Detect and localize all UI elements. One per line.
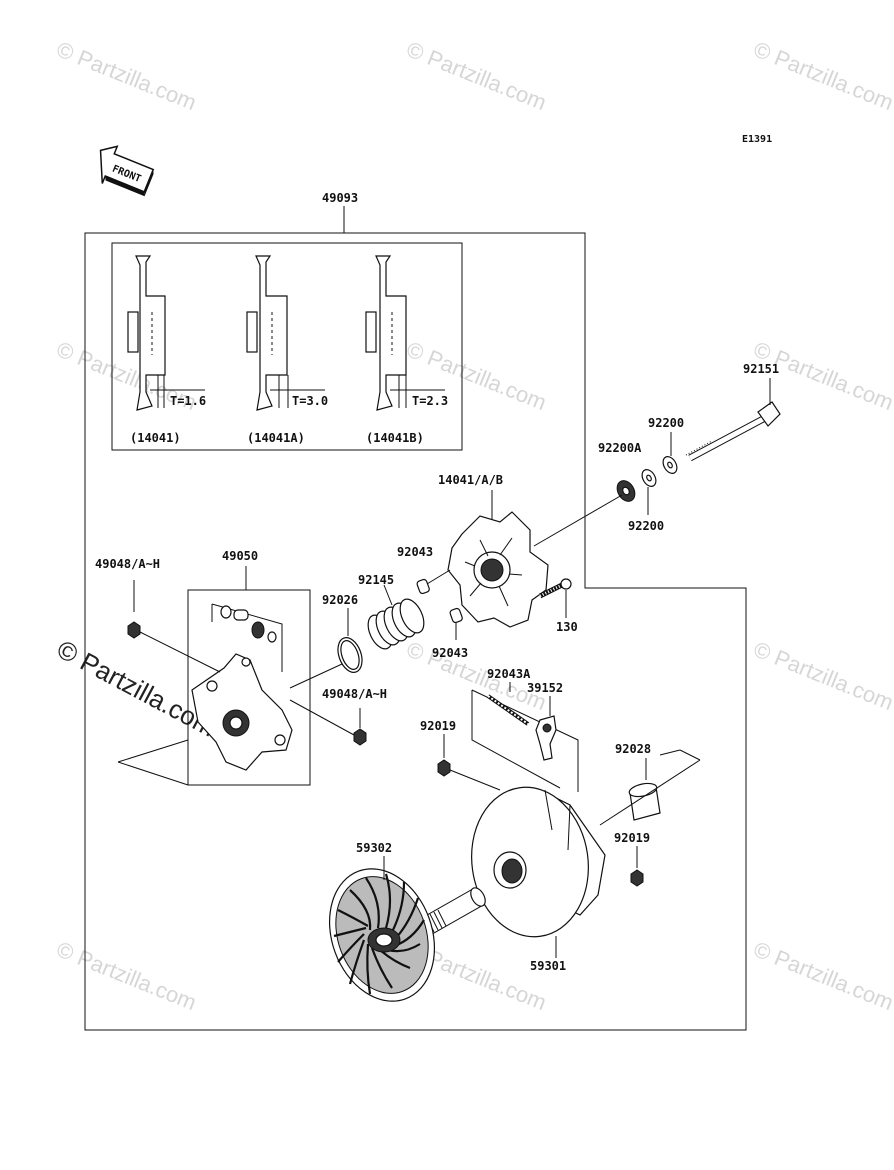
assembly-frame xyxy=(84,232,747,1031)
watermark: © Partzilla.com xyxy=(750,36,894,115)
part-label-92151: 92151 xyxy=(743,362,779,376)
movable-sheave-59301 xyxy=(471,786,606,938)
shim-thickness-14041A: T=3.0 xyxy=(292,394,328,408)
shim-drawing-14041 xyxy=(127,255,205,411)
figure-code: E1391 xyxy=(742,134,772,145)
shim-drawing-14041B xyxy=(365,255,445,411)
bolt-130 xyxy=(538,578,572,599)
nut-49048-left xyxy=(127,621,141,639)
shim-drawing-14041A xyxy=(246,255,325,411)
part-label-92043-top: 92043 xyxy=(397,545,433,559)
part-label-92026: 92026 xyxy=(322,593,358,607)
part-label-92145: 92145 xyxy=(358,573,394,587)
weight-arm-49050 xyxy=(191,653,293,771)
shim-code-14041B: (14041B) xyxy=(366,431,424,445)
arm-39152 xyxy=(535,715,557,761)
part-label-92019-left: 92019 xyxy=(420,719,456,733)
nut-92019-right xyxy=(630,869,644,887)
spring-92145 xyxy=(367,598,425,650)
pin-92043A xyxy=(486,694,530,726)
spider-14041 xyxy=(447,511,549,628)
bushing-92200A xyxy=(616,480,636,502)
shim-inset-box xyxy=(111,242,463,451)
part-label-14041AB: 14041/A/B xyxy=(438,473,503,487)
fixed-sheave-59302 xyxy=(328,868,486,1002)
washer-92200-a xyxy=(662,456,678,474)
part-label-59301: 59301 xyxy=(530,959,566,973)
nut-92019-left xyxy=(437,759,451,777)
part-label-49050: 49050 xyxy=(222,549,258,563)
part-label-59302: 59302 xyxy=(356,841,392,855)
part-label-92200-bottom: 92200 xyxy=(628,519,664,533)
part-label-49048-left: 49048/A~H xyxy=(95,557,160,571)
watermark: © Partzilla.com xyxy=(53,936,200,1015)
washer-92200-b xyxy=(641,469,657,487)
bushing-92028 xyxy=(628,782,661,821)
ring-92026 xyxy=(337,637,363,673)
part-label-92200-top: 92200 xyxy=(648,416,684,430)
part-label-92043-bottom: 92043 xyxy=(432,646,468,660)
pin-92043-top xyxy=(416,578,430,595)
part-label-92019-right: 92019 xyxy=(614,831,650,845)
part-label-92028: 92028 xyxy=(615,742,651,756)
watermark: © Partzilla.com xyxy=(750,936,894,1015)
part-label-39152: 39152 xyxy=(527,681,563,695)
watermark: © Partzilla.com xyxy=(403,36,550,115)
part-label-92043A: 92043A xyxy=(487,667,531,681)
front-arrow-icon: FRONT xyxy=(99,145,155,197)
part-label-130: 130 xyxy=(556,620,578,634)
subassembly-frame-49050 xyxy=(187,589,311,786)
shim-code-14041A: (14041A) xyxy=(247,431,305,445)
part-label-49093: 49093 xyxy=(322,191,358,205)
roller-pin-set xyxy=(220,605,277,643)
shim-thickness-14041: T=1.6 xyxy=(170,394,206,408)
pin-92043-bottom xyxy=(449,607,463,624)
watermark: © Partzilla.com xyxy=(750,636,894,715)
bolt-92151 xyxy=(685,401,781,462)
shim-thickness-14041B: T=2.3 xyxy=(412,394,448,408)
part-label-92200A: 92200A xyxy=(598,441,642,455)
watermark: © Partzilla.com xyxy=(53,36,200,115)
part-label-49048-right: 49048/A~H xyxy=(322,687,387,701)
nut-49048-right xyxy=(353,728,367,746)
shim-code-14041: (14041) xyxy=(130,431,181,445)
